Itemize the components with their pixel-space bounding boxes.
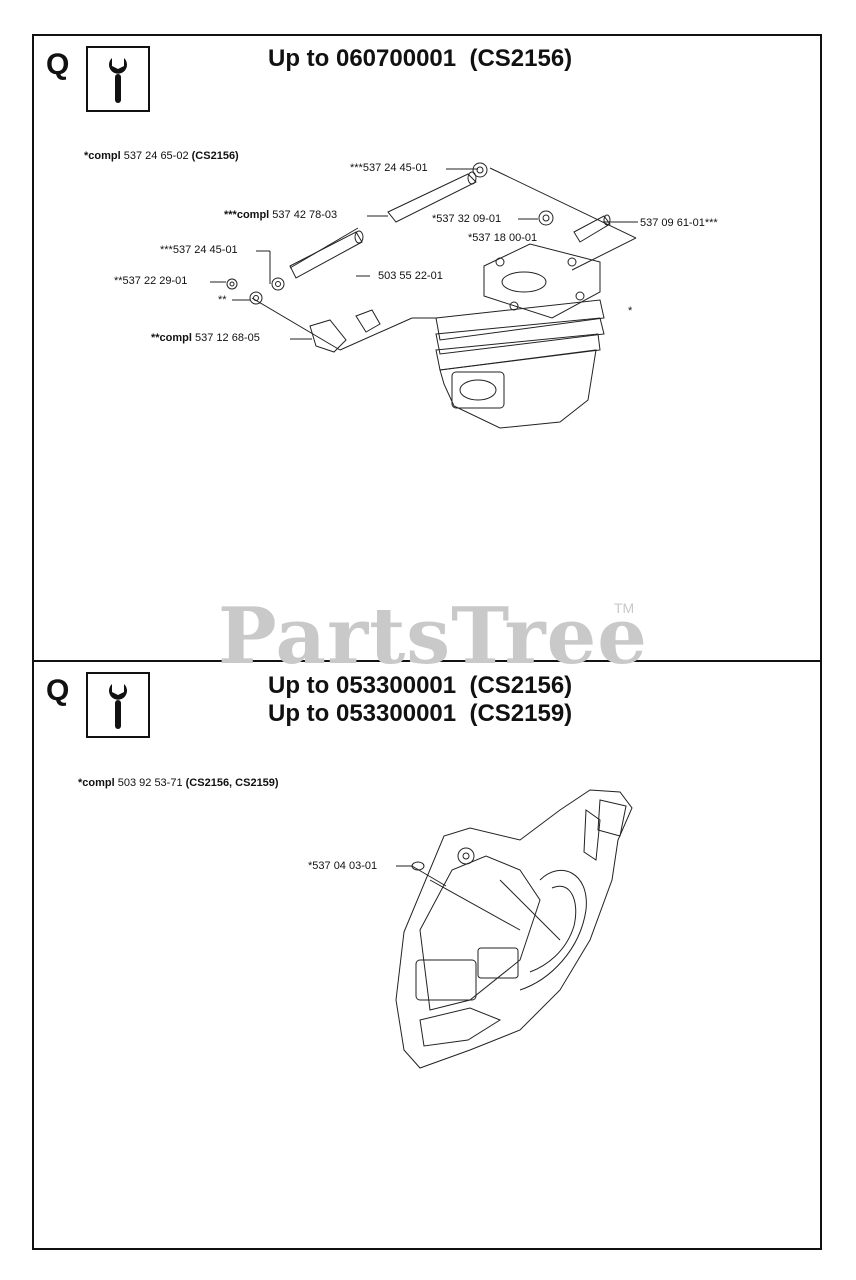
- page-frame: [32, 34, 822, 1250]
- section-heading: Up to 060700001 (CS2156): [268, 45, 573, 72]
- callout-part: 503 55 22-01: [378, 270, 443, 282]
- callout-part: *537 18 00-01: [468, 232, 538, 244]
- section-divider: [32, 660, 822, 662]
- callout-part: *537 32 09-01: [432, 213, 502, 225]
- callout-compl-tube: ***compl 537 42 78-03: [224, 209, 338, 221]
- section-letter: Q: [46, 48, 70, 81]
- watermark-tm: TM: [614, 600, 635, 616]
- section-letter: Q: [46, 674, 70, 707]
- callout-part: **537 22 29-01: [114, 275, 188, 287]
- watermark-logo: PartsTree: [218, 591, 648, 682]
- callout-compl-valve: **compl 537 12 68-05: [151, 332, 260, 344]
- callout-part: **: [218, 294, 227, 306]
- callout-compl-main: *compl 537 24 65-02 (CS2156): [84, 150, 239, 162]
- wrench-info-icon: [86, 672, 150, 738]
- section-heading: Up to 053300001 (CS2159): [268, 700, 573, 727]
- callout-compl-crankcase: *compl 503 92 53-71 (CS2156, CS2159): [78, 777, 279, 789]
- section-heading: Up to 053300001 (CS2156): [268, 672, 573, 699]
- callout-part: *: [628, 305, 633, 317]
- callout-part: ***537 24 45-01: [160, 244, 238, 256]
- callout-part: *537 04 03-01: [308, 860, 378, 872]
- callout-part: ***537 24 45-01: [350, 162, 428, 174]
- wrench-info-icon: [86, 46, 150, 112]
- callout-part: 537 09 61-01***: [640, 217, 718, 229]
